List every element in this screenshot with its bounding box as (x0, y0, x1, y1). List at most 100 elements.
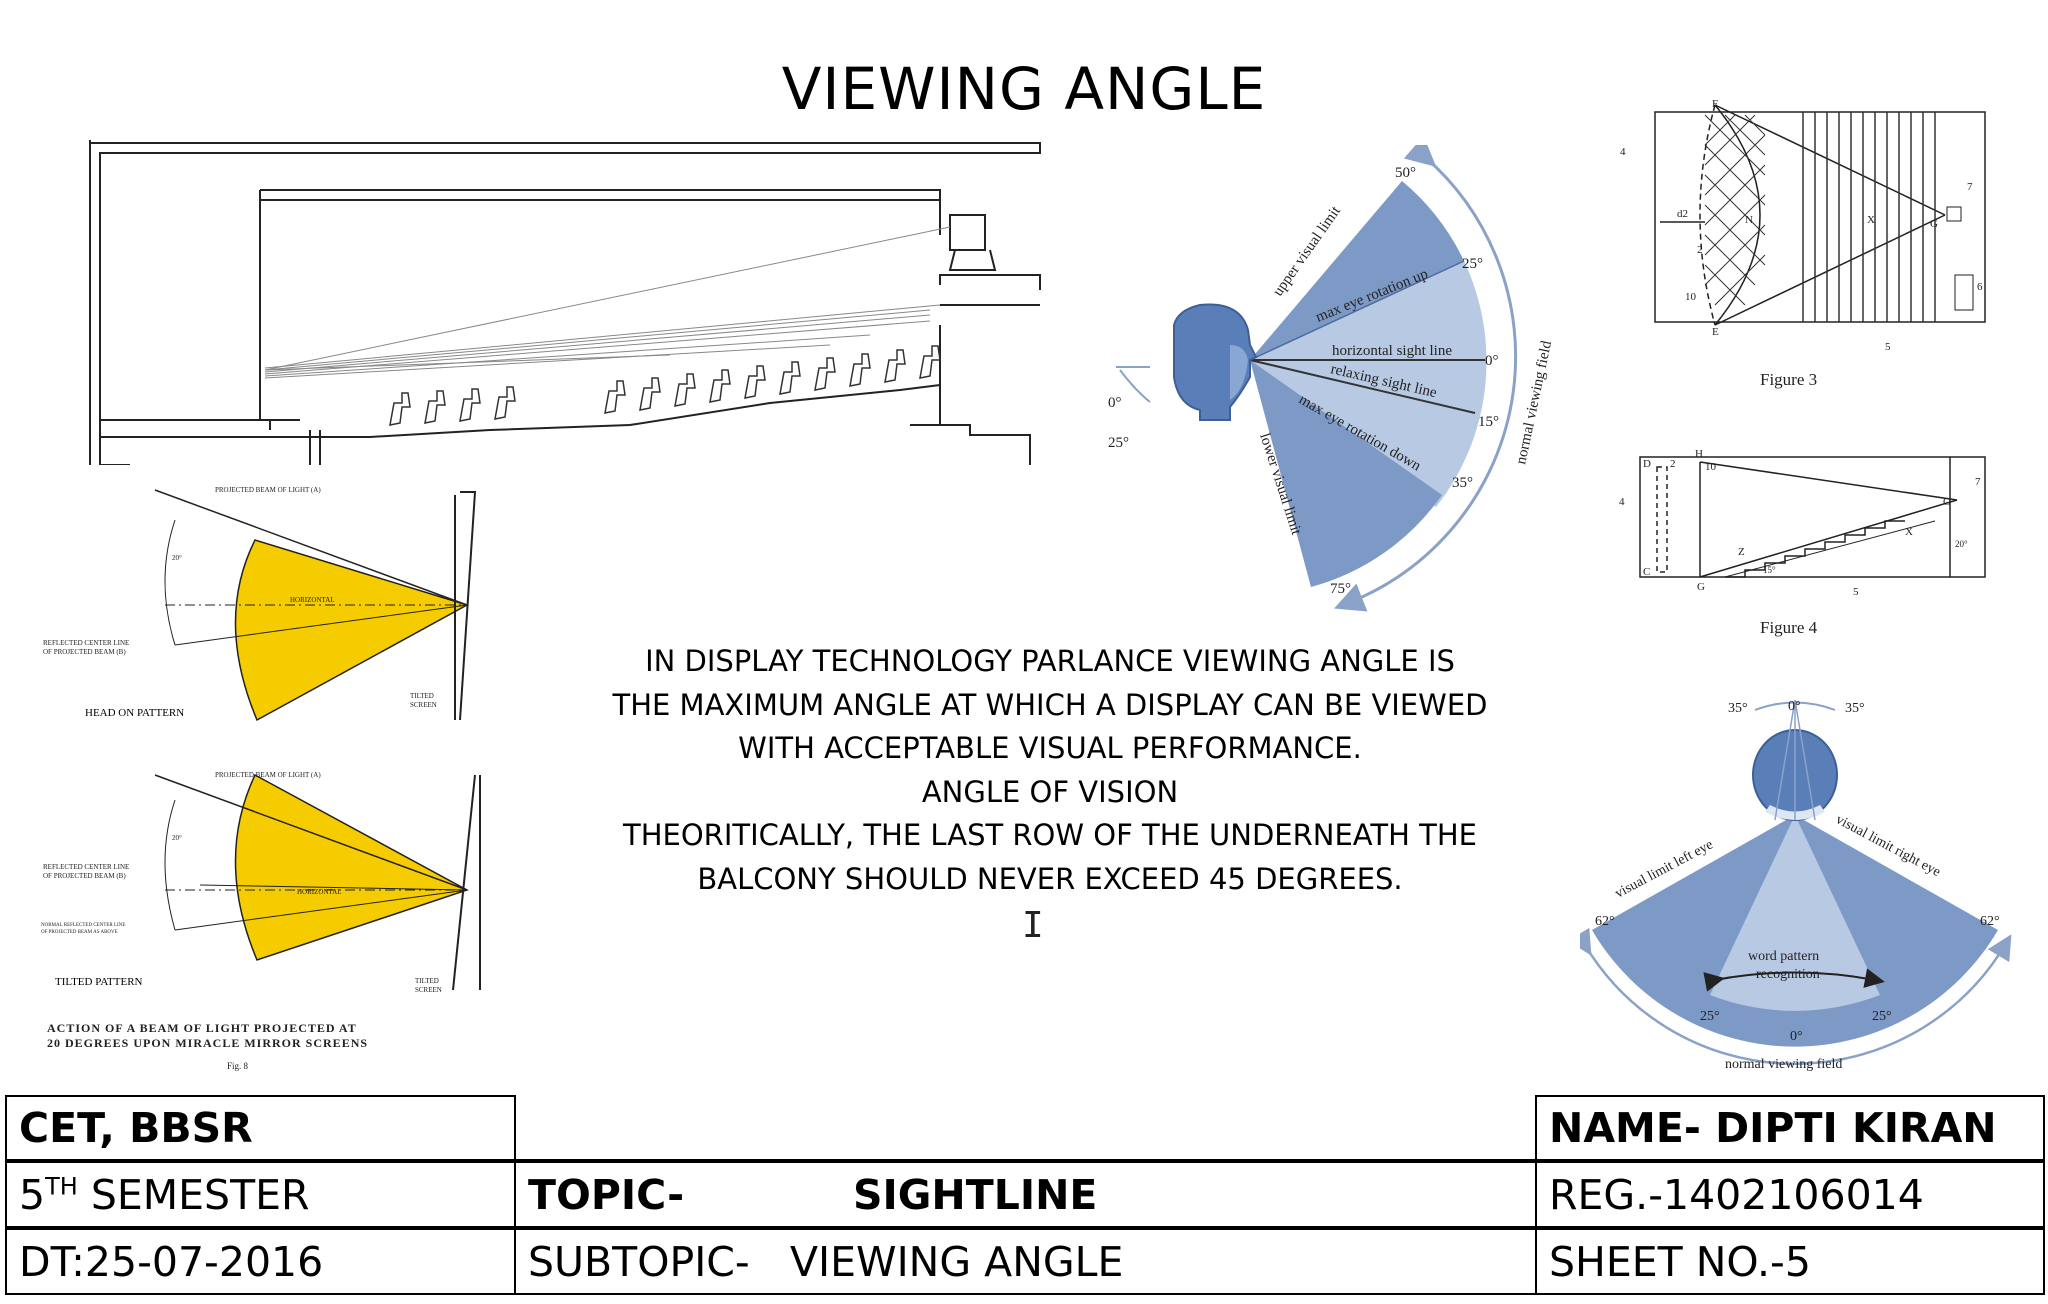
blank-cell (514, 1095, 1537, 1161)
tilted-horizontal-label: HORIZONTAL (297, 888, 342, 896)
topic-cell: TOPIC- SIGHTLINE (514, 1161, 1537, 1228)
semester-cell: 5TH SEMESTER (5, 1161, 516, 1228)
fig3-label-6: 6 (1977, 281, 1983, 293)
tilted-tilted-label: TILTED (415, 977, 439, 985)
tilted-pattern: PROJECTED BEAM OF LIGHT (A) HORIZONTAL R… (41, 771, 481, 994)
beam-projection-diagram: PROJECTED BEAM OF LIGHT (A) HORIZONTAL R… (41, 486, 481, 1071)
fig4-label-d: D (1643, 458, 1651, 470)
fig3-label-5: 5 (1885, 341, 1891, 353)
fig4-label-4: 4 (1619, 496, 1625, 508)
normal-reflected-label: NORMAL REFLECTED CENTER LINE (41, 923, 125, 928)
angle-0: 0° (1485, 353, 1499, 369)
description-line: THEORITICALLY, THE LAST ROW OF THE UNDER… (623, 818, 1477, 852)
fig3-label-x: X (1867, 214, 1875, 226)
reg-text: REG.-1402106014 (1549, 1170, 1924, 1219)
angle-35: 35° (1452, 475, 1473, 491)
word-pattern-label: word pattern (1748, 949, 1819, 964)
tilted-reflected2-label: OF PROJECTED BEAM (B) (43, 872, 126, 880)
description-line: WITH ACCEPTABLE VISUAL PERFORMANCE. (738, 731, 1362, 765)
fig3-label-d2: d2 (1677, 208, 1688, 220)
fig4-label-15: 15° (1763, 565, 1776, 575)
head-angle-25: 25° (1108, 435, 1129, 451)
fig4-label-10: 10 (1705, 461, 1717, 473)
semester-text: 5TH SEMESTER (19, 1170, 310, 1219)
figure-3-caption: Figure 3 (1760, 370, 1817, 389)
normal-viewing-field-label: normal viewing field (1513, 339, 1555, 466)
name-cell: NAME- DIPTI KIRAN (1535, 1095, 2045, 1161)
angle-left-25: 25° (1700, 1009, 1720, 1024)
text-cursor: I (1022, 905, 1044, 946)
fig3-label-4: 4 (1620, 146, 1626, 158)
theatre-section-drawing (89, 140, 1041, 465)
head-on-pattern: PROJECTED BEAM OF LIGHT (A) HORIZONTAL R… (43, 486, 477, 722)
fig4-label-z: Z (1738, 546, 1745, 558)
description-line: BALCONY SHOULD NEVER EXCEED 45 DEGREES. (697, 861, 1403, 896)
beam-caption-line2: 20 DEGREES UPON MIRACLE MIRROR SCREENS (47, 1036, 368, 1050)
normal-viewing-field-label-h: normal viewing field (1725, 1057, 1842, 1072)
fig3-label-2: 2 (1697, 244, 1703, 256)
head-on-reflected2-label: OF PROJECTED BEAM (B) (43, 648, 126, 656)
angle-top-35-right: 35° (1845, 701, 1865, 716)
angle-50: 50° (1395, 165, 1416, 181)
head-on-beam-label: PROJECTED BEAM OF LIGHT (A) (215, 486, 321, 494)
page-title: VIEWING ANGLE (781, 55, 1267, 123)
beam-fig-label: Fig. 8 (227, 1061, 249, 1071)
fig3-label-7: 7 (1967, 181, 1973, 193)
head-on-horizontal-label: HORIZONTAL (290, 596, 335, 604)
reg-cell: REG.-1402106014 (1535, 1161, 2045, 1228)
fig4-label-5: 5 (1853, 586, 1859, 598)
topic-label: TOPIC- (528, 1170, 685, 1219)
tilted-beam-label: PROJECTED BEAM OF LIGHT (A) (215, 771, 321, 779)
subtopic-label: SUBTOPIC- (528, 1237, 750, 1286)
fig4-label-x: X (1905, 526, 1913, 538)
angle-75: 75° (1330, 581, 1351, 597)
fig4-label-2: 2 (1670, 458, 1676, 470)
fig4-label-7: 7 (1975, 476, 1981, 488)
angle-right-62: 62° (1980, 914, 2000, 929)
fig4-label-c: C (1643, 566, 1650, 578)
fig4-label-g: G (1697, 581, 1705, 593)
figure-4-diagram: H D 2 10 4 C G Z 15° X O 7 20° 5 Figure … (1619, 448, 1986, 637)
subtopic-value: VIEWING ANGLE (790, 1237, 1124, 1286)
description-line: THE MAXIMUM ANGLE AT WHICH A DISPLAY CAN… (612, 687, 1488, 722)
figure-3-diagram: F 4 d2 2 10 N X G 7 6 E 5 Figure 3 (1620, 98, 1986, 389)
name-text: NAME- DIPTI KIRAN (1549, 1104, 1997, 1152)
description-line: IN DISPLAY TECHNOLOGY PARLANCE VIEWING A… (645, 644, 1455, 678)
angle-bottom-0: 0° (1790, 1029, 1803, 1044)
horizontal-sight-line-label: horizontal sight line (1332, 343, 1452, 359)
subtopic-cell: SUBTOPIC- VIEWING ANGLE (514, 1228, 1537, 1295)
tilted-screen-label: SCREEN (415, 986, 442, 994)
fig3-label-10: 10 (1685, 291, 1697, 303)
date-cell: DT:25-07-2016 (5, 1228, 516, 1295)
fig3-label-g: G (1930, 218, 1938, 230)
tilted-pattern-label: TILTED PATTERN (55, 976, 143, 988)
tilted-angle-20: 20° (172, 834, 182, 842)
institute-cell: CET, BBSR (5, 1095, 516, 1161)
angle-right-25: 25° (1872, 1009, 1892, 1024)
head-on-reflected-label: REFLECTED CENTER LINE (43, 639, 129, 647)
date-text: DT:25-07-2016 (19, 1237, 324, 1286)
description-text: IN DISPLAY TECHNOLOGY PARLANCE VIEWING A… (560, 640, 1540, 901)
head-on-pattern-label: HEAD ON PATTERN (85, 707, 184, 719)
vertical-viewing-field-diagram: 50° 25° 0° 15° 35° 75° 0° 25° upper visu… (1108, 145, 1555, 612)
sheet-text: SHEET NO.-5 (1549, 1237, 1811, 1286)
beam-caption-line1: ACTION OF A BEAM OF LIGHT PROJECTED AT (47, 1021, 357, 1035)
figure-4-caption: Figure 4 (1760, 618, 1818, 637)
fig3-label-f: F (1712, 98, 1718, 110)
fig4-label-o: O (1943, 496, 1951, 508)
horizontal-viewing-field-diagram: 35° 0° 35° 62° 62° 25° 25° 0° word patte… (1580, 699, 2012, 1072)
angle-top-0: 0° (1788, 699, 1801, 714)
sheet-cell: SHEET NO.-5 (1535, 1228, 2045, 1295)
fig3-label-n: N (1745, 214, 1753, 226)
fig3-label-e: E (1712, 326, 1719, 338)
angle-25-up: 25° (1462, 256, 1483, 272)
head-on-screen-label: SCREEN (410, 701, 437, 709)
normal-reflected2-label: OF PROJECTED BEAM AS ABOVE (41, 930, 118, 935)
head-on-tilted-label: TILTED (410, 692, 434, 700)
angle-left-62: 62° (1595, 914, 1615, 929)
head-on-angle-20: 20° (172, 554, 182, 562)
angle-15: 15° (1478, 414, 1499, 430)
head-angle-0: 0° (1108, 395, 1122, 411)
angle-top-35-left: 35° (1728, 701, 1748, 716)
recognition-label: recognition (1756, 967, 1820, 982)
